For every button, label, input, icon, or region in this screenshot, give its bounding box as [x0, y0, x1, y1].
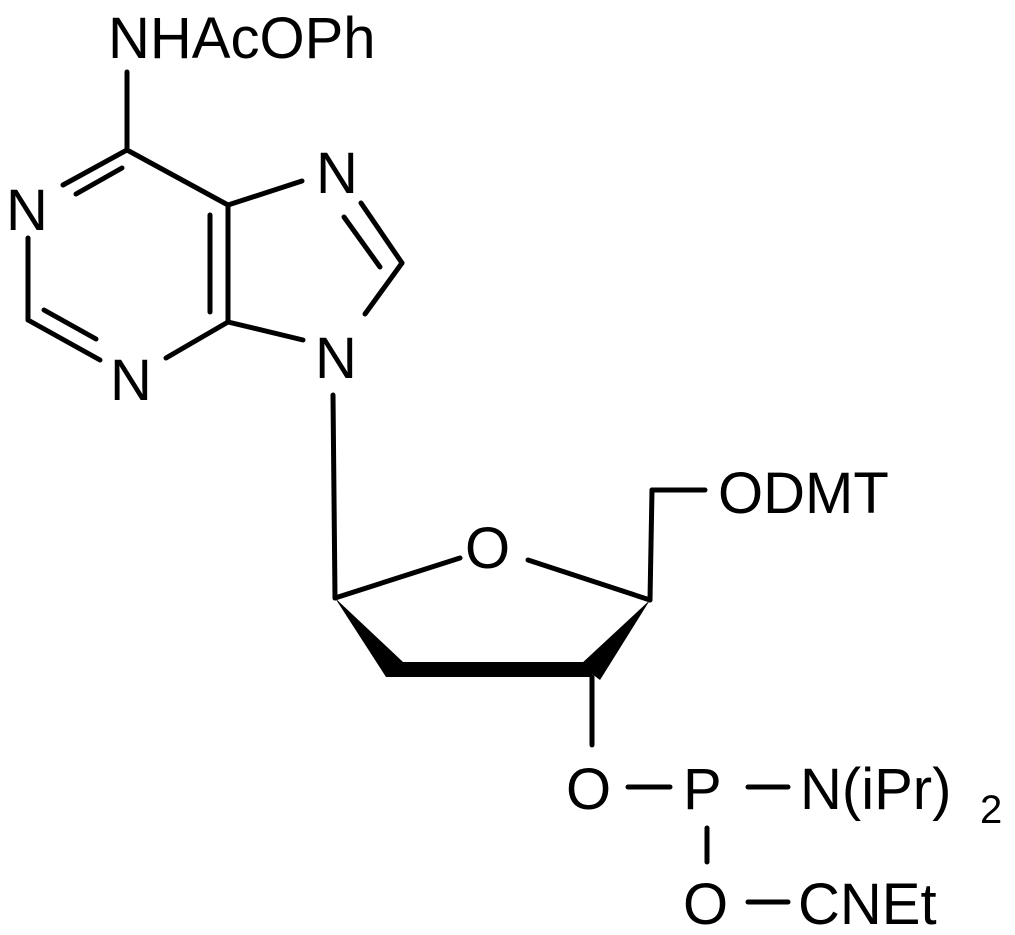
wedge-c4prime-c3prime: [580, 600, 650, 680]
bond-n7-c8: [358, 200, 405, 266]
bond-c5-c6: [124, 147, 231, 208]
amine-label: N(iPr): [800, 757, 951, 822]
o3prime-label: O: [566, 757, 611, 822]
bond-c1prime-o4prime: [332, 555, 463, 601]
n1-label: N: [6, 178, 48, 243]
n9-label: N: [315, 326, 357, 391]
bond-c2-n3-double: [41, 307, 99, 342]
c5prime-odmt-label: ODMT: [718, 461, 889, 526]
amine-subscript: 2: [980, 788, 1002, 832]
bond-c2-n3: [25, 317, 103, 363]
purine-bonds: [25, 69, 405, 601]
phosphoramidite-bonds: [625, 784, 791, 905]
bond-n9-c4: [225, 319, 306, 343]
n6-substituent-label: NHAcOPh: [108, 6, 376, 71]
cyanoethyl-label: CNEt: [798, 872, 937, 935]
bond-c6-n1: [60, 147, 130, 188]
sugar-bonds: [332, 487, 708, 748]
phosphorus-label: P: [683, 757, 722, 822]
wedge-c1prime-c2prime: [335, 598, 403, 677]
bond-n7-c8-double: [341, 214, 383, 270]
bond-c8-n9: [362, 260, 405, 317]
n7-label: N: [316, 141, 358, 206]
bond-n9-c1prime: [330, 392, 338, 601]
bond-o4prime-c4prime: [525, 557, 653, 603]
bond-n3-c4: [163, 319, 231, 361]
bond-c5-n7: [225, 178, 305, 208]
phosphite-oxygen-label: O: [683, 872, 728, 935]
ring-oxygen-label: O: [465, 516, 510, 581]
bond-c4prime-c5prime: [647, 487, 655, 603]
bond-c6-n1-double: [73, 165, 125, 197]
bold-bond-c2prime-c3prime: [386, 662, 592, 677]
n3-label: N: [110, 348, 152, 413]
